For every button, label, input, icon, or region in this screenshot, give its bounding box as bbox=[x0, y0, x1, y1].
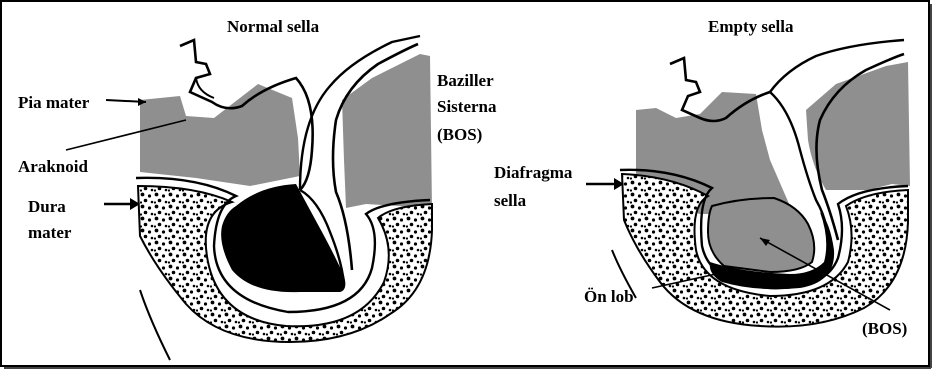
baziller-label-line1: Baziller bbox=[437, 71, 494, 90]
normal-sella-title: Normal sella bbox=[227, 17, 320, 36]
diafragma-label-line1: Diafragma bbox=[494, 163, 573, 182]
empty-sella-csf-fill bbox=[708, 198, 814, 272]
araknoid-label: Araknoid bbox=[18, 157, 88, 176]
normal-sella-panel bbox=[66, 36, 432, 360]
empty-sella-panel bbox=[586, 40, 910, 327]
normal-csf-left bbox=[140, 84, 300, 186]
diafragma-label-line2: sella bbox=[494, 191, 527, 210]
bos-label: (BOS) bbox=[862, 319, 907, 338]
empty-csf-right-cistern bbox=[806, 62, 910, 190]
dura-label-line2: mater bbox=[28, 223, 72, 242]
pia-mater-label: Pia mater bbox=[18, 93, 90, 112]
normal-csf-right-cistern bbox=[342, 54, 432, 210]
normal-outer-contour bbox=[140, 290, 170, 360]
normal-pituitary-gland bbox=[221, 184, 345, 292]
dura-label-line1: Dura bbox=[28, 197, 66, 216]
baziller-label-line2: Sisterna bbox=[437, 97, 497, 116]
empty-sella-title: Empty sella bbox=[708, 17, 794, 36]
on-lob-label: Ön lob bbox=[584, 287, 634, 306]
baziller-label-line3: (BOS) bbox=[437, 125, 482, 144]
